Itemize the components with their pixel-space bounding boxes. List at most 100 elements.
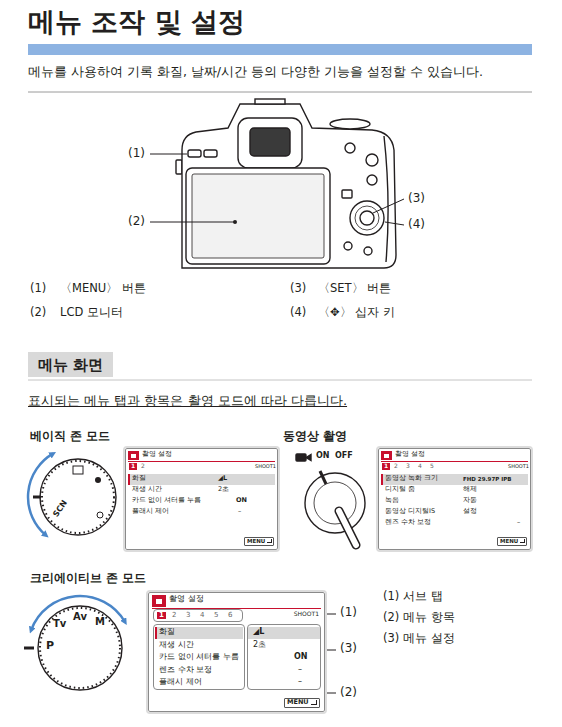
screen-text: 4	[418, 463, 422, 470]
camera-back	[366, 154, 378, 166]
caption-text: 베이직 존 모드	[30, 430, 110, 443]
screen-decoration	[384, 454, 389, 458]
screen-text: SHOOT1	[508, 464, 529, 470]
caption-text: (3) 메뉴 설정	[383, 632, 455, 645]
screen-text: 카드 없이 셔터를 누름	[159, 653, 239, 662]
screen-text: MENU	[500, 538, 518, 544]
caption-text: P	[46, 640, 54, 653]
leader-line	[150, 154, 187, 155]
camera-back	[176, 99, 396, 268]
screen-text: 2	[394, 463, 398, 470]
screen-text: MENU	[287, 699, 309, 706]
screen-text: 렌즈 수차 보정	[159, 666, 212, 675]
screen-decoration	[156, 599, 162, 604]
screen-text: 녹음	[385, 497, 399, 504]
sub-tab-group: 123456	[153, 609, 243, 622]
screen-text: 1	[129, 463, 137, 470]
leader-line	[373, 199, 404, 213]
screen-text: ◢L	[218, 475, 227, 482]
caption-text: (2) 메뉴 항목	[383, 611, 455, 624]
callout-number: (3)	[290, 282, 306, 295]
screen-text: 카드 없이 셔터를 누름	[132, 497, 201, 504]
screen-decoration	[131, 454, 136, 458]
callout-number: (1)	[340, 606, 357, 620]
screen-text: 2초	[218, 486, 229, 493]
camera-back	[186, 168, 330, 264]
mode-dial	[42, 461, 114, 533]
screen-text: SHOOT1	[292, 611, 321, 618]
caption-text: 〈SET〉 버튼	[318, 282, 391, 295]
divider-line	[28, 92, 532, 93]
dial-index	[33, 496, 41, 499]
screen-text: 플래시 제어	[132, 508, 169, 515]
screen-decoration	[520, 539, 525, 543]
screen-text: 화질	[132, 475, 146, 482]
camera-back	[192, 174, 324, 258]
movie-switch	[314, 482, 356, 524]
title-bar	[28, 44, 532, 55]
screen-text: 2초	[253, 641, 266, 650]
screen-text: ◢L	[253, 628, 264, 637]
screen-text: 2	[172, 612, 176, 620]
menu-item-group: 화질재생 시간카드 없이 셔터를 누름렌즈 수차 보정플래시 제어	[153, 624, 245, 690]
camera-back	[364, 247, 372, 255]
caption-text: OFF	[335, 451, 353, 460]
movie-switch	[339, 511, 356, 545]
screen-text: –	[298, 666, 302, 675]
callout-number: (2)	[30, 306, 46, 319]
heading-text: 메뉴 화면	[38, 356, 103, 374]
screen-text: –	[238, 508, 241, 515]
movie-switch	[296, 454, 365, 545]
mode-dial	[97, 512, 103, 518]
rotation-arrow	[28, 454, 53, 536]
screen-text: 3	[186, 612, 190, 620]
camera-back	[345, 143, 355, 153]
camera-back	[384, 136, 388, 262]
screen-text: 촬영 설정	[395, 451, 425, 458]
caption-text: Tv	[53, 618, 66, 630]
camera-back	[342, 190, 352, 198]
mode-dial	[95, 477, 101, 483]
screen-text: 4	[200, 612, 204, 620]
camera-back	[255, 99, 285, 104]
movie-switch	[306, 455, 311, 461]
screen-text: –	[298, 678, 302, 687]
screen-text: 2	[141, 463, 145, 470]
menu-screen: 촬영 설정12SHOOT1화질◢L재생 시간2초카드 없이 셔터를 누름ON플래…	[125, 448, 278, 550]
dial-index	[24, 647, 34, 650]
camera-back	[330, 119, 370, 129]
screen-text: 디지털 줌	[385, 486, 415, 493]
caption-text: 크리에이티브 존 모드	[30, 572, 146, 585]
camera-back	[355, 206, 379, 230]
menu-screen: 촬영 설정12345SHOOT1동영상 녹화 크기FHD 29.97P IPB디…	[378, 448, 531, 550]
callout-number: (2)	[128, 215, 145, 229]
camera-back	[176, 160, 182, 174]
screen-text: 동영상 디지털IS	[385, 508, 435, 515]
screen-decoration	[128, 474, 275, 485]
screen-text: –	[517, 519, 520, 526]
screen-text: 동영상 녹화 크기	[385, 475, 438, 482]
callout-number: (4)	[290, 306, 306, 319]
screen-text: 3	[406, 463, 410, 470]
leader-line	[385, 222, 404, 225]
leader-line	[150, 222, 235, 223]
caption-text: 표시되는 메뉴 탭과 항목은 촬영 모드에 따라 다릅니다.	[28, 394, 347, 409]
rotation-arrow	[31, 596, 125, 630]
callout-number: (3)	[408, 192, 425, 206]
screen-text: 1	[157, 612, 166, 620]
screen-text: 1	[382, 463, 390, 470]
caption-text: (1) 서브 탭	[383, 590, 443, 603]
page-title: 메뉴 조작 및 설정	[28, 6, 245, 38]
screen-text: 렌즈 수차 보정	[385, 519, 431, 526]
camera-back	[367, 175, 377, 185]
screen-decoration	[311, 700, 317, 705]
movie-switch	[296, 454, 306, 461]
mode-dial	[40, 608, 120, 688]
screen-text: 재생 시간	[132, 486, 162, 493]
caption-text: M	[95, 616, 105, 628]
camera-back	[204, 150, 217, 157]
screen-text: 5	[214, 612, 218, 620]
camera-back	[188, 150, 201, 157]
camera-back	[360, 211, 374, 225]
screen-text: 재생 시간	[159, 641, 194, 650]
